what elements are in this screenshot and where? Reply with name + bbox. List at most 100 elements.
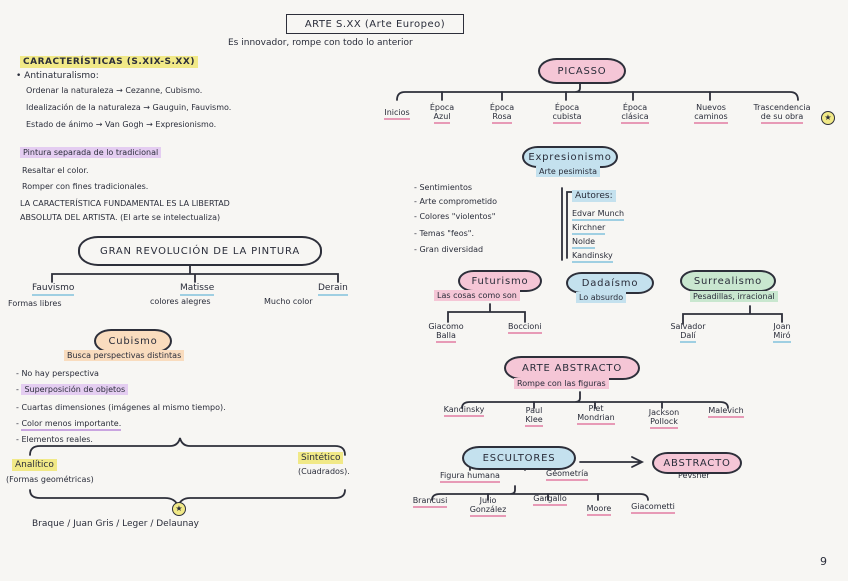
escultores-title: ESCULTORES <box>482 452 556 464</box>
autor-item: Edvar Munch <box>572 209 625 221</box>
abstracto-sculpture-cloud: ABSTRACTO <box>652 452 742 474</box>
antinaturalismo-text: Antinaturalismo: <box>24 71 99 81</box>
expresionismo-item: Arte comprometido <box>414 198 497 206</box>
dadaismo-desc-text: Lo absurdo <box>576 292 627 303</box>
expresionismo-subtitle-text: Arte pesimista <box>536 166 600 177</box>
cubismo-item-text: Cuartas dimensiones (imágenes al mismo t… <box>21 403 226 412</box>
artist-line1: Giacometti <box>631 502 675 514</box>
expresionismo-item: Temas "feos". <box>414 230 474 238</box>
derain-text: Derain <box>318 283 348 296</box>
arte-abstracto-subtitle: Rompe con las figuras <box>514 378 609 389</box>
artist-line1: Joan <box>773 322 791 331</box>
artist-line2: Klee <box>525 415 543 428</box>
artist-line1: Paul <box>525 406 543 415</box>
cubismo-item-text: No hay perspectiva <box>21 369 99 378</box>
epoch-line1: Época <box>622 103 648 112</box>
artist-text: Boccioni <box>508 322 542 334</box>
matisse-label: Matisse <box>180 283 215 296</box>
artist-line2: Miró <box>773 331 791 344</box>
epoch-line2: clásica <box>621 112 649 125</box>
star-icon: ★ <box>172 502 186 516</box>
figura-humana-text: Figura humana <box>440 471 500 483</box>
artist-line1: Malevich <box>708 406 744 418</box>
caracteristica-fundamental-1: LA CARACTERÍSTICA FUNDAMENTAL ES LA LIBE… <box>20 199 230 208</box>
gran-revolucion-title: GRAN REVOLUCIÓN DE LA PINTURA <box>100 245 300 257</box>
arte-abstracto-cloud: ARTE ABSTRACTO <box>504 356 640 380</box>
pintura-separada: Pintura separada de lo tradicional <box>20 147 162 158</box>
abstracto-sculpture-title: ABSTRACTO <box>663 457 731 469</box>
artist-line1: Jackson <box>648 408 680 417</box>
fauvismo-text: Fauvismo <box>32 283 75 296</box>
autor-text: Kandinsky <box>572 251 613 263</box>
surrealismo-artist: Joan Miró <box>760 322 804 344</box>
artist-line1: Moore <box>586 504 612 516</box>
autor-item: Nolde <box>572 237 596 249</box>
page-title: ARTE S.XX (Arte Europeo) <box>304 18 446 30</box>
analitico-label: Analítico <box>12 459 57 471</box>
epoch-line1: Inicios <box>384 108 410 120</box>
romper-fines: Romper con fines tradicionales. <box>22 182 149 191</box>
epoch-line1: Trascendencia <box>753 103 811 112</box>
artist-line1: Giacomo <box>428 322 464 331</box>
abstracto-artist: Kandinsky <box>434 405 494 417</box>
expresionismo-cloud: Expresionismo <box>522 146 618 168</box>
matisse-text: Matisse <box>180 283 215 296</box>
expresionismo-item-text: Sentimientos <box>419 183 473 192</box>
cubismo-item: No hay perspectiva <box>16 370 99 378</box>
escultor-item: Brancusi <box>400 496 460 508</box>
futurismo-artist: Giacomo Balla <box>418 322 474 344</box>
picasso-cloud: PICASSO <box>538 58 626 84</box>
derain-desc: Mucho color <box>264 297 313 306</box>
sintetico-text: Sintético <box>298 452 344 464</box>
fauvismo-desc: Formas libres <box>8 299 62 308</box>
cubismo-artists: Braque / Juan Gris / Leger / Delaunay <box>32 519 199 529</box>
artist-line1: Kandinsky <box>443 405 485 417</box>
artist-line2: Pollock <box>650 417 678 430</box>
caracteristica-item: Estado de ánimo → Van Gogh → Expresionis… <box>26 120 217 129</box>
picasso-epoch: Época Azul <box>420 103 464 125</box>
escultor-item: Giacometti <box>620 502 686 514</box>
arte-abstracto-subtitle-text: Rompe con las figuras <box>514 378 609 389</box>
escultor-item: Gargallo <box>522 494 578 506</box>
cubismo-item: Cuartas dimensiones (imágenes al mismo t… <box>16 403 226 412</box>
caracteristica-item: Ordenar la naturaleza → Cezanne, Cubismo… <box>26 86 203 95</box>
artist-line1: Julio <box>479 496 497 505</box>
expresionismo-item-text: Temas "feos". <box>419 229 474 238</box>
epoch-line2: Azul <box>433 112 451 125</box>
dadaismo-title: Dadaísmo <box>581 277 639 289</box>
futurismo-artist: Boccioni <box>508 322 542 334</box>
cubismo-title: Cubismo <box>108 335 158 347</box>
artist-line2: Balla <box>436 331 456 344</box>
fauvismo-label: Fauvismo <box>32 283 75 296</box>
epoch-line2: de su obra <box>760 112 804 125</box>
autor-text: Kirchner <box>572 223 606 235</box>
abstracto-artist: Piet Mondrian <box>570 404 622 426</box>
artist-line2: González <box>469 505 507 518</box>
matisse-desc: colores alegres <box>150 297 211 306</box>
picasso-epoch: Época clásica <box>610 103 660 125</box>
dadaismo-cloud: Dadaísmo <box>566 272 654 294</box>
epoch-line1: Época <box>429 103 455 112</box>
autor-text: Edvar Munch <box>572 209 625 221</box>
futurismo-title: Futurismo <box>471 275 529 287</box>
sintetico-label: Sintético <box>298 452 344 464</box>
abstracto-artist: Jackson Pollock <box>638 408 690 430</box>
caracteristicas-title: CARACTERÍSTICAS (S.XIX-S.XX) <box>20 56 198 68</box>
picasso-epoch: Trascendencia de su obra <box>742 103 822 125</box>
artist-line1: Piet <box>588 404 604 413</box>
expresionismo-item-text: Gran diversidad <box>419 245 484 254</box>
expresionismo-item-text: Colores "violentos" <box>419 212 496 221</box>
sintetico-desc: (Cuadrados). <box>298 467 350 476</box>
escultor-item: Moore <box>574 504 624 516</box>
autor-item: Kirchner <box>572 223 606 235</box>
cubismo-item: Color menos importante. <box>16 419 122 431</box>
epoch-line1: Época <box>554 103 580 112</box>
escultor-item: Julio González <box>460 496 516 518</box>
analitico-text: Analítico <box>12 459 57 471</box>
epoch-line2: caminos <box>694 112 728 125</box>
expresionismo-item: Gran diversidad <box>414 246 483 254</box>
cubismo-subtitle-text: Busca perspectivas distintas <box>64 350 185 361</box>
surrealismo-title: Surrealismo <box>693 275 763 287</box>
cubismo-item-text: Superposición de objetos <box>21 384 129 395</box>
dadaismo-desc: Lo absurdo <box>576 292 627 303</box>
